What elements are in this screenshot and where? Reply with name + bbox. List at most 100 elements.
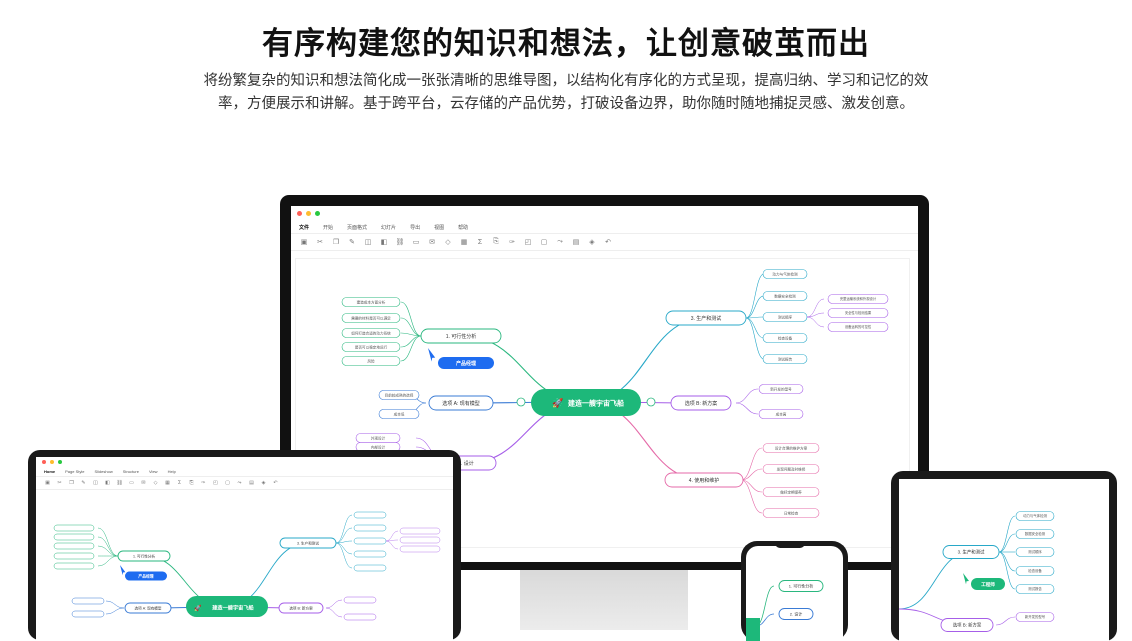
- menu-export[interactable]: 导出: [410, 224, 421, 231]
- menu-start[interactable]: 开始: [323, 224, 334, 231]
- copy-icon[interactable]: ❐: [332, 239, 340, 246]
- close-dot[interactable]: [297, 211, 302, 216]
- leaf-node: 检查设备: [778, 335, 793, 340]
- link-icon[interactable]: ⛓: [116, 480, 123, 486]
- tablet-minimize-dot[interactable]: [50, 460, 54, 464]
- leaf-node-box: [343, 613, 377, 621]
- tablet-menu-item[interactable]: Page Style: [65, 469, 85, 474]
- connector-line: [335, 540, 353, 544]
- formula-icon[interactable]: Σ: [477, 238, 483, 246]
- menu-file[interactable]: 文件: [299, 224, 310, 231]
- tablet-branch-node: 1. 可行性分析: [133, 553, 155, 558]
- tablet-branch-node: 选项 A: 现有模型: [135, 605, 162, 610]
- formula-icon[interactable]: Σ: [177, 480, 182, 486]
- copy-icon[interactable]: ❐: [69, 480, 74, 486]
- tablet-branch-node: 3. 生产和测试: [297, 540, 319, 545]
- tablet-menu-item[interactable]: Structure: [122, 469, 139, 474]
- tablet-maximize-dot[interactable]: [58, 460, 62, 464]
- image-icon[interactable]: ▦: [165, 480, 170, 486]
- leaf-node-box: [1015, 529, 1055, 539]
- note-icon[interactable]: ▭: [129, 480, 134, 486]
- tag-icon[interactable]: ◇: [153, 480, 158, 486]
- menu-help[interactable]: 帮助: [458, 224, 469, 231]
- leaf-node-box: [71, 610, 105, 618]
- leaf-node-box: [353, 537, 387, 545]
- link-icon[interactable]: ⛓: [395, 239, 405, 246]
- leaf-node-box: [341, 313, 401, 323]
- leaf-node-box: [1015, 584, 1055, 594]
- tag-label: 产品经理: [456, 360, 476, 367]
- tablet-menu-item[interactable]: View: [148, 469, 158, 474]
- connector-line: [745, 317, 765, 339]
- format-brush-icon[interactable]: ✎: [349, 239, 355, 246]
- cut-icon[interactable]: ✂: [57, 480, 62, 486]
- leaf-node: 设备运转的可控性: [845, 324, 872, 329]
- topic-icon[interactable]: ◫: [364, 239, 372, 246]
- tab2-branch-node-box: [942, 545, 1000, 559]
- branch-node: 选项 B: 新方案: [685, 400, 718, 407]
- cut-icon[interactable]: ✂: [317, 239, 323, 246]
- menu-view[interactable]: 视图: [434, 224, 445, 231]
- menu-slideshow[interactable]: 幻灯片: [381, 224, 397, 231]
- leaf-node-box: [762, 464, 820, 474]
- style-icon[interactable]: ◈: [261, 480, 266, 486]
- branch-node-box: [670, 395, 732, 411]
- maximize-dot[interactable]: [315, 211, 320, 216]
- attachment-icon[interactable]: ⎘: [189, 480, 194, 486]
- comment-icon[interactable]: ✉: [429, 239, 435, 246]
- topic-icon[interactable]: ◫: [93, 480, 98, 486]
- summary-icon[interactable]: ◰: [524, 239, 532, 246]
- tablet-menu-item[interactable]: Slideshow: [94, 469, 113, 474]
- note-icon[interactable]: ▭: [412, 239, 420, 246]
- leaf-node: 完整运输系统和外观设计: [840, 296, 877, 301]
- minimize-dot[interactable]: [306, 211, 311, 216]
- boundary-icon[interactable]: ▢: [540, 239, 548, 246]
- phone-notch: [775, 541, 805, 548]
- relation-icon[interactable]: ⤳: [557, 238, 563, 245]
- subtopic-icon[interactable]: ◧: [105, 480, 110, 486]
- relation-icon[interactable]: ⤳: [237, 480, 242, 486]
- leaf-node: 设计合理的维护方案: [775, 445, 808, 450]
- leaf-node-box: [762, 443, 820, 453]
- paste-icon[interactable]: ▣: [300, 239, 308, 246]
- boundary-icon[interactable]: ▢: [225, 480, 230, 486]
- subtopic-icon[interactable]: ◧: [380, 239, 388, 246]
- leaf-node: 需要的材料是否可以满足: [351, 315, 391, 320]
- paste-icon[interactable]: ▣: [45, 480, 50, 486]
- image-icon[interactable]: ▦: [460, 239, 468, 246]
- layout-icon[interactable]: ▤: [249, 480, 254, 486]
- leaf-node-box: [353, 550, 387, 558]
- marker-icon[interactable]: ✑: [509, 239, 515, 246]
- marker-icon[interactable]: ✑: [201, 480, 206, 486]
- hero-title: 有序构建您的知识和想法，让创意破茧而出: [262, 26, 870, 61]
- undo-icon[interactable]: ↶: [273, 480, 278, 486]
- connector-line: [806, 312, 825, 318]
- leaf-node-box: [399, 545, 441, 553]
- branch-node: 4. 使用和维护: [689, 477, 720, 484]
- tablet-menu-item[interactable]: Home: [44, 469, 56, 474]
- leaf-node-box: [353, 524, 387, 532]
- rocket-icon: 🚀: [552, 397, 563, 408]
- format-brush-icon[interactable]: ✎: [81, 480, 86, 486]
- menu-page-format[interactable]: 页面格式: [347, 224, 368, 231]
- tab2-branch-node: 3. 生产和测试: [958, 549, 985, 556]
- attachment-icon[interactable]: ⎘: [493, 238, 499, 245]
- leaf-node: 风险: [367, 358, 375, 363]
- mindmap[interactable]: 建造成本方面分析需要的材料是否可以满足如何打造合适的动力系统是否可以稳定地运行风…: [296, 259, 917, 562]
- tablet-close-dot[interactable]: [42, 460, 46, 464]
- leaf-node: 做好定期保养: [780, 489, 802, 494]
- layout-icon[interactable]: ▤: [572, 239, 580, 246]
- leaf-node-box: [378, 409, 420, 419]
- undo-icon[interactable]: ↶: [605, 239, 611, 246]
- summary-icon[interactable]: ◰: [213, 480, 218, 486]
- style-icon[interactable]: ◈: [589, 239, 595, 246]
- connector-line: [740, 479, 763, 493]
- leaf-node-box: [53, 524, 95, 532]
- comment-icon[interactable]: ✉: [141, 480, 146, 486]
- leaf-node: 目前较成熟的选择: [385, 392, 414, 397]
- tag-icon[interactable]: ◇: [445, 239, 451, 246]
- tablet-menu-item[interactable]: Help: [167, 469, 176, 474]
